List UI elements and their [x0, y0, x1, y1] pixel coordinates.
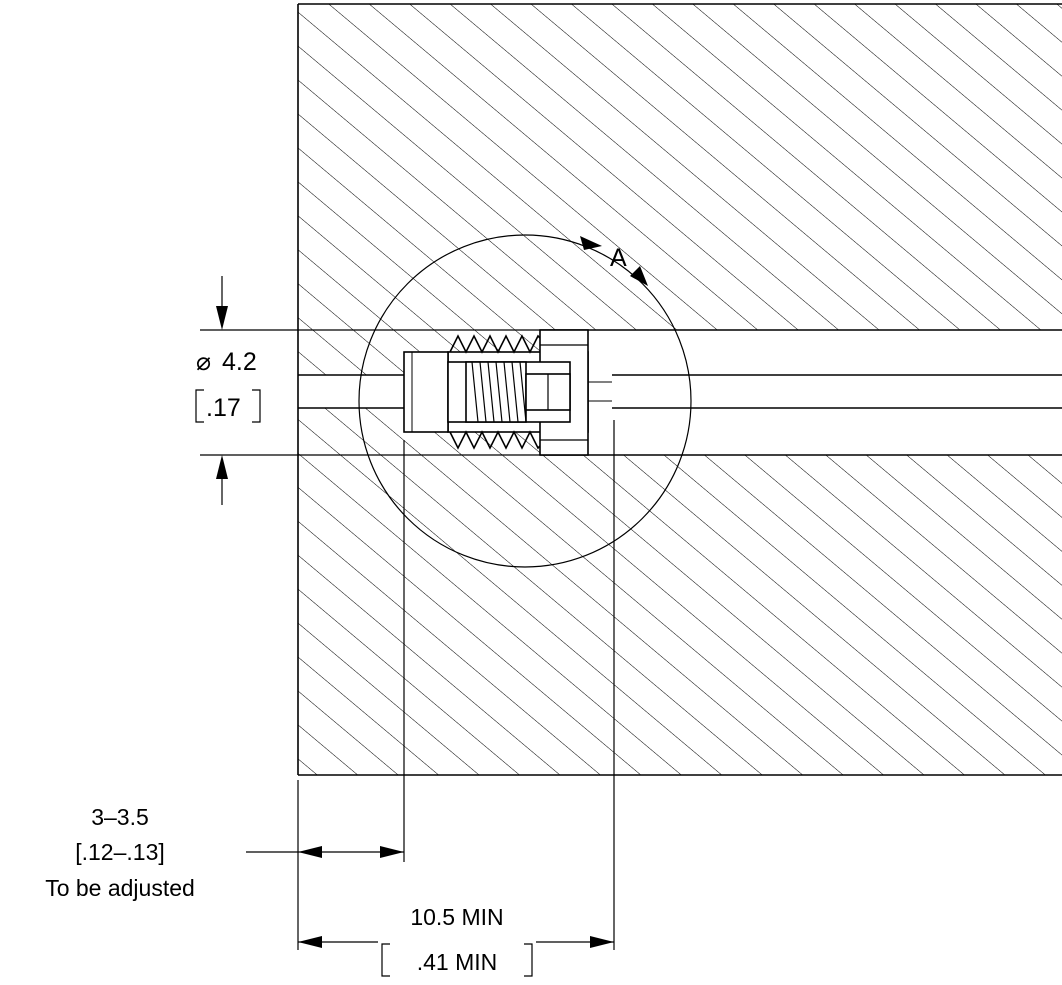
min-depth-imperial: .41 MIN: [417, 949, 498, 975]
flange: [403, 351, 449, 433]
min-depth-metric: 10.5 MIN: [410, 904, 503, 930]
inner-screw-threads: [471, 361, 527, 423]
diameter-imperial: .17: [206, 394, 241, 422]
left-hatch-bot: [298, 408, 404, 432]
extension-lines: [297, 420, 615, 950]
min-depth-dimension: [298, 936, 614, 948]
insertion-depth-note: To be adjusted: [45, 875, 195, 901]
diameter-dimension: [200, 276, 540, 505]
insertion-depth-imperial: [.12–.13]: [75, 839, 165, 865]
insertion-depth-metric: 3–3.5: [91, 804, 149, 830]
block-lower-hatch: [298, 455, 1062, 775]
detail-arrow-right: [630, 266, 648, 286]
diameter-imperial-box: [195, 389, 261, 423]
detail-arrow-left: [580, 236, 602, 250]
detail-circle: [358, 234, 692, 568]
min-depth-imperial-box: [381, 943, 533, 977]
port-lines: [298, 329, 1062, 456]
insertion-depth-dimension: [246, 846, 404, 858]
fitting-assembly: [403, 329, 589, 456]
detail-label: A: [610, 244, 627, 272]
diameter-metric: 4.2: [222, 348, 257, 376]
diameter-symbol: ⌀: [196, 348, 211, 376]
block-section: [297, 3, 1062, 776]
outer-thread-top: [449, 334, 541, 354]
port-channel: [540, 330, 1062, 455]
left-hatch-top: [298, 352, 404, 375]
block-upper-hatch: [298, 4, 1062, 330]
detail-callout: A: [358, 234, 692, 568]
outer-thread-bottom: [449, 430, 541, 450]
